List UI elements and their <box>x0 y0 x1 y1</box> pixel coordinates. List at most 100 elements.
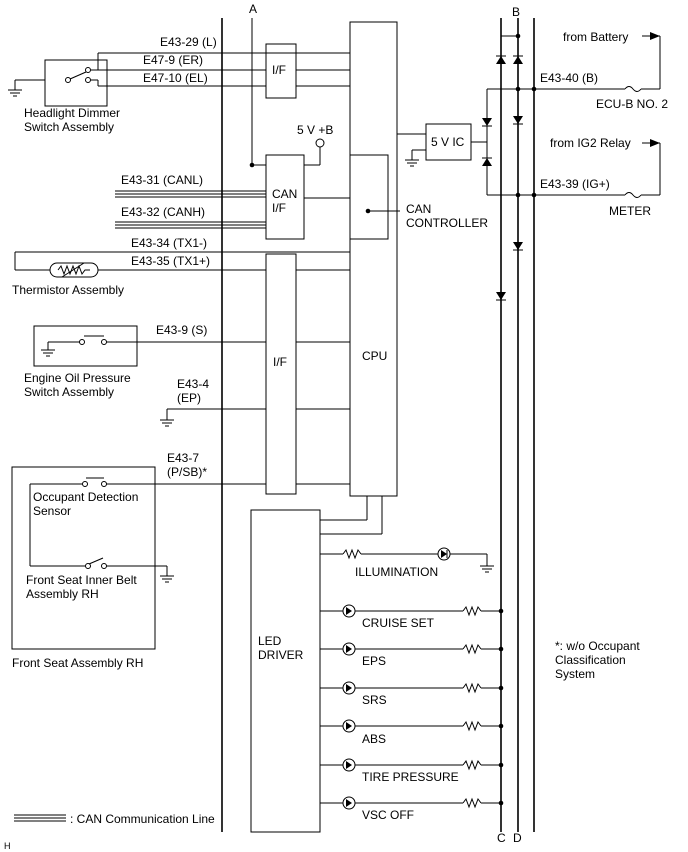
led-driver-block <box>250 509 321 833</box>
bus-label-b: B <box>512 5 520 19</box>
led-driver-label-2: DRIVER <box>258 648 304 662</box>
diode-icon <box>496 56 506 64</box>
wire-label-e43-35: E43-35 (TX1+) <box>131 254 210 268</box>
thermistor-label: Thermistor Assembly <box>12 283 124 297</box>
thermistor-arrow <box>61 262 85 278</box>
can-if-block <box>265 154 305 240</box>
wire-label-e47-9: E47-9 (ER) <box>143 53 203 67</box>
arrow-right-icon <box>650 139 660 147</box>
can-controller-label-2: CONTROLLER <box>406 216 488 230</box>
indicator-label-eps: EPS <box>362 654 386 668</box>
indicator-label-tire: TIRE PRESSURE <box>362 770 459 784</box>
if-top-label: I/F <box>272 63 286 77</box>
fuse-icon <box>624 86 642 92</box>
cpu-label: CPU <box>362 349 387 363</box>
bus-label-d: D <box>513 831 522 845</box>
five-v-ic-block <box>425 123 472 161</box>
headlight-label-1: Headlight Dimmer <box>24 106 120 120</box>
fuse-icon <box>624 192 642 198</box>
from-ig2-label: from IG2 Relay <box>550 136 631 150</box>
five-v-ic-label: 5 V IC <box>431 135 465 149</box>
indicator-row-cruise <box>320 604 504 618</box>
indicator-label-abs: ABS <box>362 732 386 746</box>
led-driver-label-1: LED <box>258 634 282 648</box>
occupant-label-2: Sensor <box>33 504 71 518</box>
meter-label: METER <box>609 204 651 218</box>
illumination-label: ILLUMINATION <box>355 565 438 579</box>
indicator-label-cruise: CRUISE SET <box>362 616 435 630</box>
footnote-line-2: Classification <box>555 653 626 667</box>
switch-arm <box>69 71 87 80</box>
indicator-label-srs: SRS <box>362 693 387 707</box>
led-icon-triangle <box>441 550 447 558</box>
wire-label-e43-9: E43-9 (S) <box>156 323 207 337</box>
wire-label-e43-7-a: E43-7 <box>167 451 199 465</box>
junction-dot <box>515 192 521 198</box>
junction-dot <box>531 86 537 92</box>
indicator-row-srs <box>320 681 504 695</box>
junction-dot <box>531 192 537 198</box>
if-block-mid <box>265 253 297 495</box>
ground-icon <box>480 554 494 573</box>
diode-icon <box>482 158 492 166</box>
belt-label-2: Assembly RH <box>26 587 99 601</box>
bus-label-a: A <box>249 2 257 16</box>
diode-icon <box>496 292 506 300</box>
switch-contact <box>82 481 88 487</box>
can-line-canl <box>115 190 266 198</box>
wire-label-e43-29: E43-29 (L) <box>160 35 217 49</box>
switch-contact <box>85 67 91 73</box>
can-controller-block <box>349 154 389 240</box>
can-controller-label-1: CAN <box>406 202 431 216</box>
legend-label: : CAN Communication Line <box>70 812 215 826</box>
ground-icon <box>41 342 55 357</box>
wire-label-e47-10: E47-10 (EL) <box>143 71 208 85</box>
resistor-icon <box>342 548 362 560</box>
if-mid-label: I/F <box>273 355 287 369</box>
footnote-line-1: *: w/o Occupant <box>555 639 640 653</box>
switch-contact <box>85 77 91 83</box>
ground-icon <box>160 566 174 583</box>
front-seat-assembly-box <box>11 466 156 650</box>
bus-label-c: C <box>497 831 506 845</box>
can-if-label-2: I/F <box>272 201 286 215</box>
can-line-canh <box>115 221 266 229</box>
headlight-label-2: Switch Assembly <box>24 120 114 134</box>
oil-label-1: Engine Oil Pressure <box>24 371 131 385</box>
ground-icon <box>8 80 22 97</box>
wire-label-e43-7-b: (P/SB)* <box>167 465 207 479</box>
wire-label-e43-4-a: E43-4 <box>177 377 209 391</box>
five-v-b-label: 5 V +B <box>297 123 333 137</box>
oil-pressure-switch-box <box>33 325 138 367</box>
occupant-label-1: Occupant Detection <box>33 490 138 504</box>
wire-label-e43-40: E43-40 (B) <box>540 71 598 85</box>
terminal-icon <box>315 138 325 148</box>
wire-label-e43-32: E43-32 (CANH) <box>121 205 205 219</box>
can-line-legend-icon <box>14 814 66 822</box>
arrow-right-icon <box>650 32 660 40</box>
headlight-dimmer-switch-box <box>44 59 108 107</box>
can-if-label-1: CAN <box>272 187 297 201</box>
wire-label-e43-39: E43-39 (IG+) <box>540 177 610 191</box>
diode-icon <box>513 56 523 64</box>
belt-label-1: Front Seat Inner Belt <box>26 573 137 587</box>
switch-contact <box>85 563 91 569</box>
ground-icon <box>160 409 174 427</box>
wire-label-e43-31: E43-31 (CANL) <box>121 173 203 187</box>
seat-label: Front Seat Assembly RH <box>12 656 143 670</box>
indicator-row-eps <box>320 642 504 656</box>
ecu-b-label: ECU-B NO. 2 <box>596 97 668 111</box>
indicator-row-vsc <box>320 796 504 810</box>
indicator-label-vsc: VSC OFF <box>362 808 414 822</box>
ground-icon <box>405 150 419 167</box>
diode-icon <box>513 242 523 250</box>
junction-dot <box>515 33 521 39</box>
diode-icon <box>482 118 492 126</box>
switch-arm <box>88 557 104 565</box>
indicator-row-tire <box>320 758 504 772</box>
diode-icon <box>513 116 523 124</box>
footnote-line-3: System <box>555 667 595 681</box>
oil-label-2: Switch Assembly <box>24 385 114 399</box>
wire-label-e43-4-b: (EP) <box>177 391 201 405</box>
